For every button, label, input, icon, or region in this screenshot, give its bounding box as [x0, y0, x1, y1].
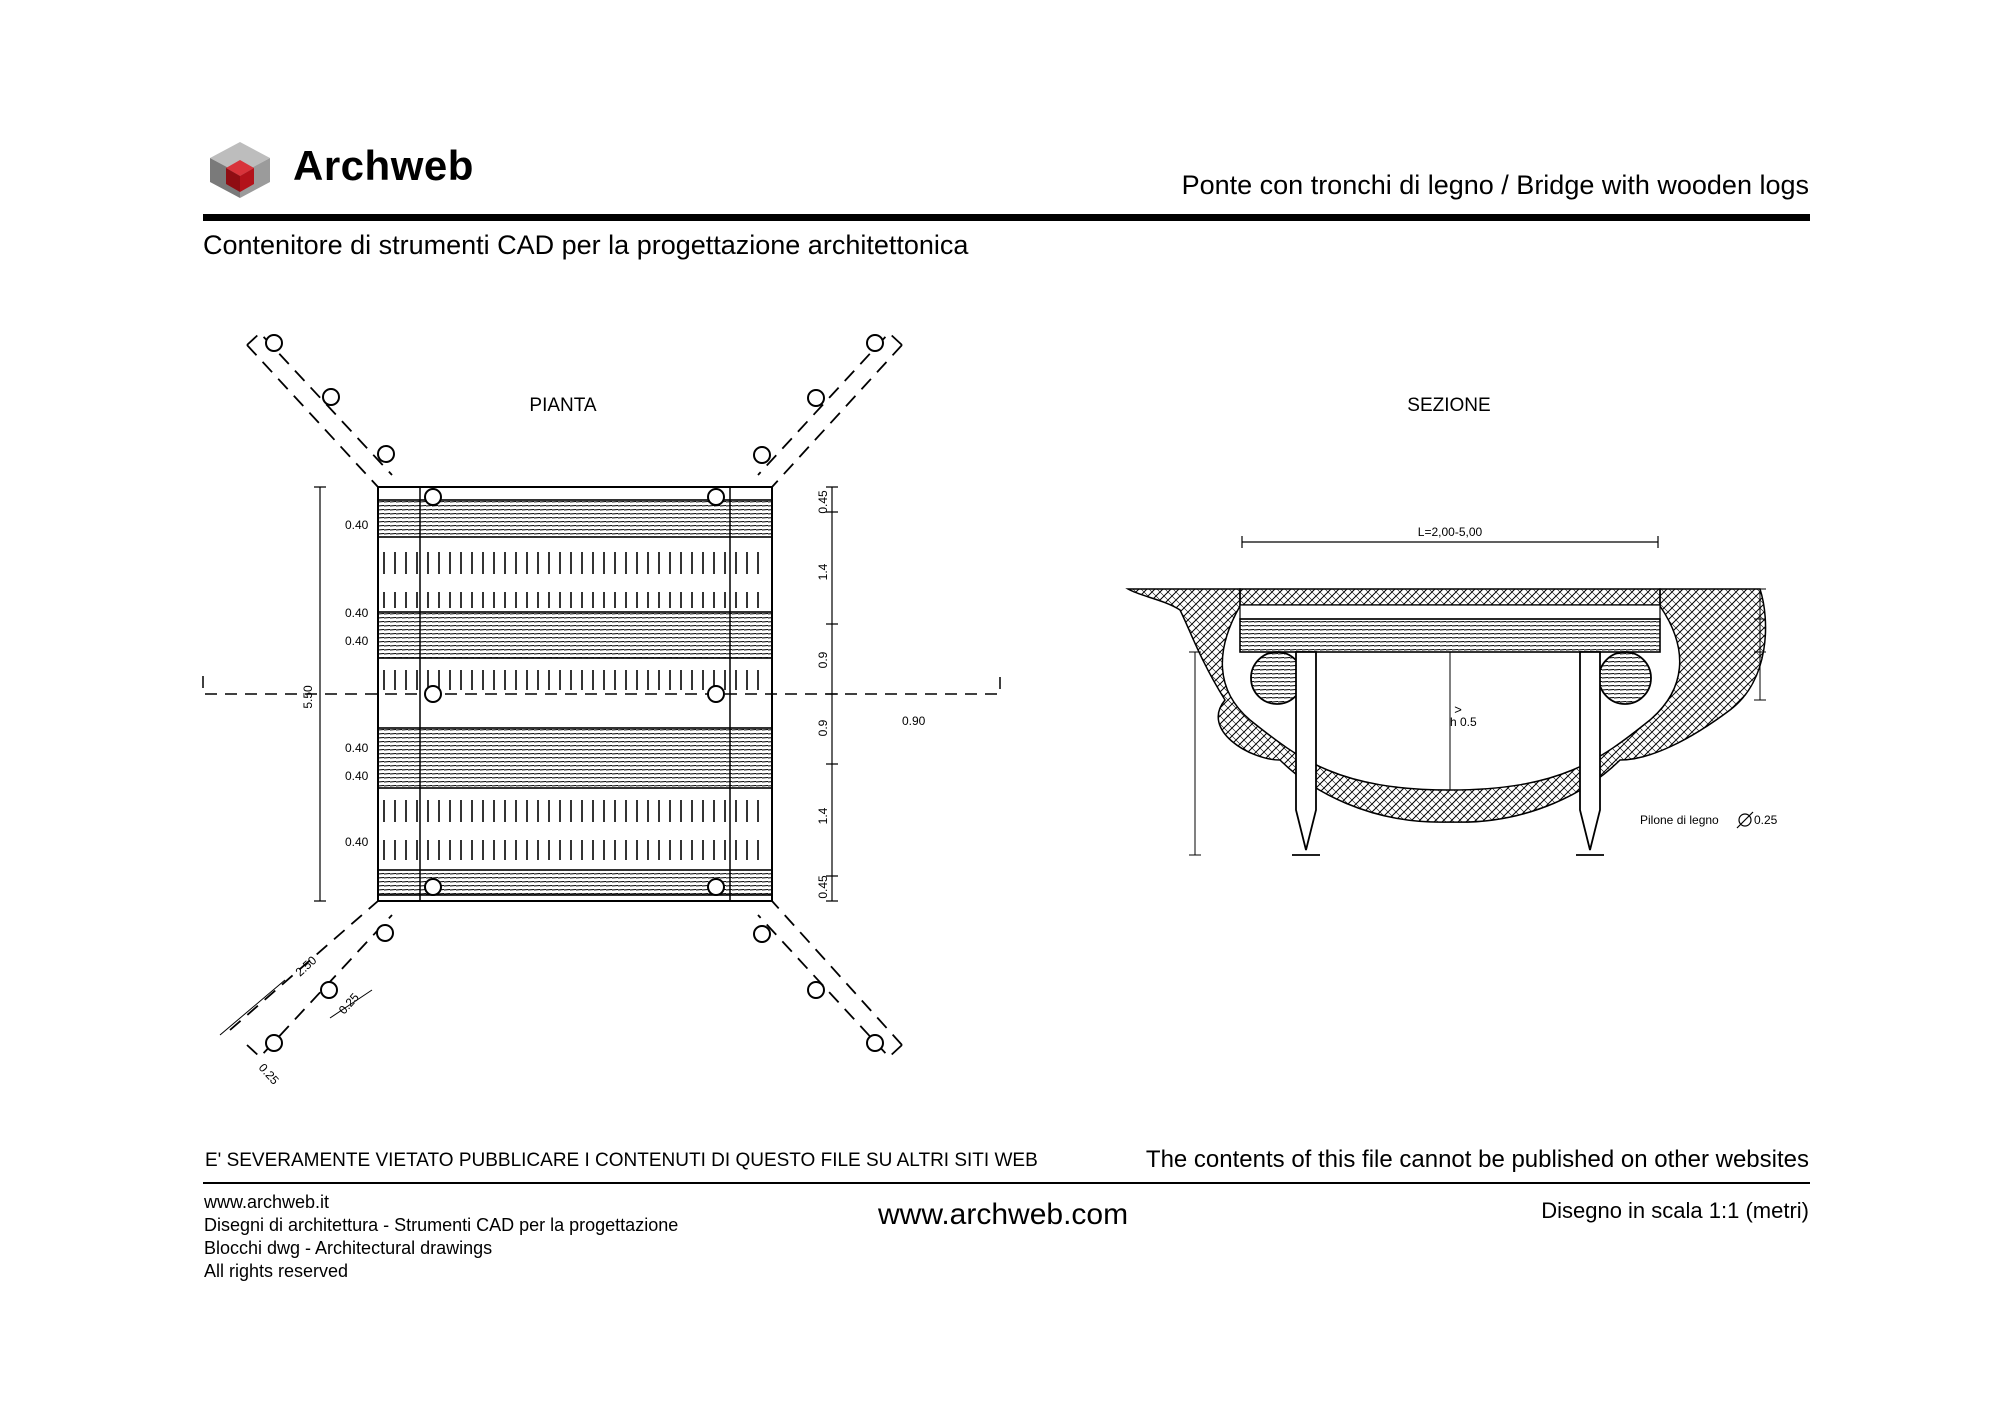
section-deck-layer	[1239, 604, 1661, 620]
dim-diag-width-1: 0.25	[336, 990, 362, 1017]
dim-right-5: 1.4	[816, 807, 830, 824]
dim-spacing-4: 0.40	[345, 741, 369, 755]
dim-spacing-6: 0.40	[345, 835, 369, 849]
section-deck-surface	[1239, 588, 1661, 606]
section-bank-log-right	[1598, 651, 1652, 705]
plan-diagonal-supports	[229, 331, 903, 1059]
footer-line-1: www.archweb.it	[204, 1192, 330, 1212]
plan-center-axis	[202, 676, 1001, 695]
section-span-label: L=2,00-5,00	[1418, 525, 1483, 539]
dim-diag-length: 2.50	[293, 953, 320, 979]
dim-right-6: 0.45	[816, 875, 830, 899]
dim-spacing-2: 0.40	[345, 606, 369, 620]
plan-pile-markers	[265, 334, 884, 1052]
footer-rule	[203, 1182, 1810, 1184]
footer-line-4: All rights reserved	[204, 1261, 349, 1281]
dim-diag-width-2: 0.25	[256, 1061, 282, 1088]
dim-spacing-3: 0.40	[345, 634, 369, 648]
section-dim-labels: L=2,00-5,00 > h 0.5 Pilone di legno 0.25	[1418, 525, 1778, 827]
drawing-title: Ponte con tronchi di legno / Bridge with…	[1181, 170, 1809, 200]
footer-line-2: Disegni di architettura - Strumenti CAD …	[204, 1215, 679, 1235]
logo-text: Archweb	[293, 142, 474, 189]
dim-axis: 0.90	[902, 714, 926, 728]
plan-dim-labels: 5.50 0.40 0.40 0.40 0.40 0.40 0.40 0.45 …	[256, 490, 926, 1088]
dim-right-3: 0.9	[816, 651, 830, 668]
warning-italian: E' SEVERAMENTE VIETATO PUBBLICARE I CONT…	[205, 1150, 1038, 1171]
section-height-symbol: >	[1454, 702, 1462, 717]
section-view	[1125, 536, 1767, 856]
dim-spacing-5: 0.40	[345, 769, 369, 783]
section-ground	[1125, 588, 1767, 823]
section-piles	[1292, 651, 1604, 856]
dim-right-1: 0.45	[816, 490, 830, 514]
dim-right-2: 1.4	[816, 563, 830, 580]
section-label: SEZIONE	[1407, 395, 1490, 416]
scale-note: Disegno in scala 1:1 (metri)	[1541, 1198, 1809, 1223]
warning-english: The contents of this file cannot be publ…	[1145, 1146, 1809, 1173]
plan-right-dims	[826, 486, 838, 902]
plan-view	[202, 331, 1001, 1059]
plan-length-dim	[314, 486, 326, 902]
dim-spacing-1: 0.40	[345, 518, 369, 532]
footer-site-link[interactable]: www.archweb.com	[878, 1198, 1129, 1231]
section-pile-label: Pilone di legno	[1640, 813, 1719, 827]
plan-diag-dims	[219, 979, 373, 1036]
section-main-log	[1239, 618, 1661, 653]
dim-right-4: 0.9	[816, 719, 830, 736]
archweb-cube-logo-icon	[210, 142, 270, 198]
plan-label: PIANTA	[529, 395, 597, 416]
footer-line-3: Blocchi dwg - Architectural drawings	[204, 1238, 493, 1258]
dim-total-length: 5.50	[301, 685, 315, 709]
header-rule	[203, 214, 1810, 221]
section-height-label: h 0.5	[1450, 715, 1477, 729]
plan-plank-rows	[383, 552, 759, 860]
subtitle: Contenitore di strumenti CAD per la prog…	[203, 230, 969, 260]
plan-log-bands	[377, 499, 773, 896]
section-pile-diameter: 0.25	[1754, 813, 1778, 827]
